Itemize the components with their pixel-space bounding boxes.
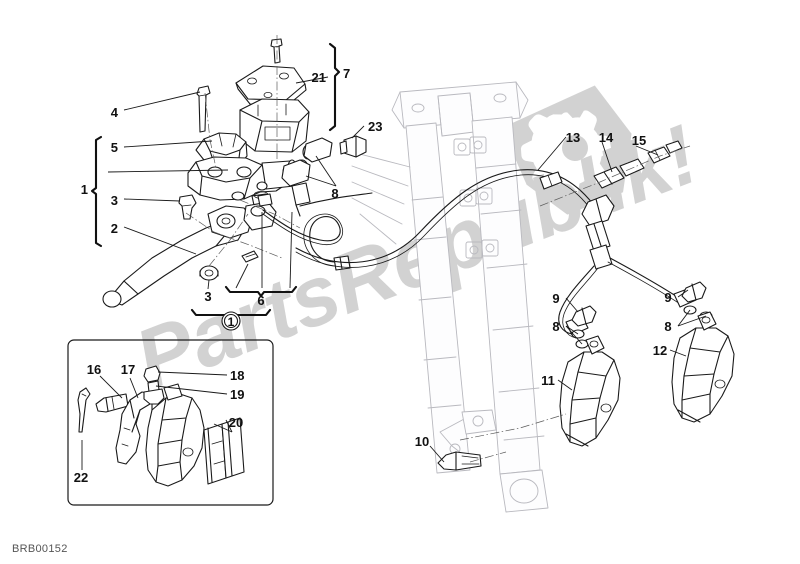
- leader-8b2: [565, 325, 583, 345]
- callout-label-6: 6: [257, 293, 264, 308]
- leader-19: [155, 385, 228, 395]
- callout-label-14: 14: [599, 130, 614, 145]
- leader-8c2: [677, 315, 707, 327]
- bleed-nipple-assembly: [143, 365, 165, 413]
- callout-label-assembly-1: 1: [228, 315, 235, 329]
- caliper-mounting-bolt: [437, 451, 507, 471]
- callout-label-8b: 8: [552, 319, 559, 334]
- callout-label-9b: 9: [664, 290, 671, 305]
- leader-12: [669, 349, 687, 357]
- callout-label-2: 2: [111, 221, 118, 236]
- caliper-body-inset: [145, 383, 205, 487]
- hose-union-upper: [281, 137, 333, 217]
- brake-lever: [102, 193, 277, 308]
- callout-label-20: 20: [229, 415, 243, 430]
- leader-13: [537, 136, 567, 171]
- clamp-screw: [196, 85, 211, 133]
- caliper-pin: [95, 393, 129, 413]
- callout-label-9a: 9: [552, 291, 559, 306]
- callout-label-15: 15: [632, 133, 646, 148]
- leader-5: [123, 140, 213, 148]
- callout-layer-main: 1 2 3 3 4 5 6 7 8 8 8 9 9 10 11 12 13 14…: [81, 42, 707, 463]
- leader-3-lower: [207, 279, 210, 290]
- callout-label-8c: 8: [664, 319, 671, 334]
- leader-16: [99, 375, 123, 399]
- leader-14: [601, 141, 613, 173]
- bracket-group-1: [90, 135, 103, 248]
- callout-label-12: 12: [653, 343, 667, 358]
- leader-8a1: [315, 155, 337, 187]
- reservoir-screw: [270, 38, 283, 64]
- leader-18: [157, 371, 228, 376]
- caliper-left-banjo: [571, 305, 597, 349]
- diagram-code: BRB00152: [12, 543, 68, 555]
- leader-21: [295, 76, 329, 84]
- fluid-reservoir-group: [235, 35, 310, 160]
- leader-11: [557, 379, 573, 391]
- callout-label-3-upper: 3: [111, 193, 118, 208]
- callout-label-11: 11: [541, 373, 555, 388]
- callout-label-4: 4: [111, 105, 119, 120]
- callout-label-8a: 8: [331, 186, 338, 201]
- bracket-group-6: [224, 285, 298, 298]
- upper-right-union: [593, 140, 683, 189]
- callout-label-7: 7: [343, 66, 350, 81]
- caliper-left: [459, 305, 621, 447]
- hose-tee-junction: [581, 194, 615, 270]
- caliper-right: [671, 281, 735, 423]
- leader-4: [123, 91, 201, 111]
- leader-2: [123, 226, 197, 255]
- callout-label-13: 13: [566, 130, 580, 145]
- callout-label-10: 10: [415, 434, 429, 449]
- caliper-detail-inset: 16 17 18 19 20 22: [67, 339, 274, 506]
- kit-screw: [241, 250, 259, 263]
- bracket-group-7: [328, 42, 341, 132]
- reservoir-body: [239, 98, 310, 153]
- callout-label-5: 5: [111, 140, 118, 155]
- leader-15: [635, 145, 659, 156]
- callout-label-1: 1: [81, 182, 88, 197]
- pivot-nut: [199, 265, 219, 281]
- callout-label-17: 17: [121, 362, 135, 377]
- retaining-clip: [77, 387, 91, 433]
- leader-8a2: [305, 175, 337, 187]
- leader-20b: [225, 419, 233, 433]
- callout-label-18: 18: [230, 368, 244, 383]
- leader-1-mid: [107, 169, 229, 173]
- leader-6a: [235, 263, 249, 289]
- leader-10: [429, 445, 445, 463]
- callout-label-3-lower: 3: [204, 289, 211, 304]
- leader-3-upper: [123, 198, 181, 202]
- callout-label-21: 21: [312, 70, 326, 85]
- brake-pads-set: [203, 417, 245, 485]
- brake-hose-group: [262, 140, 697, 339]
- banjo-bolt-23: [339, 135, 367, 158]
- callout-label-23: 23: [368, 119, 382, 134]
- leader-9b: [677, 289, 689, 298]
- leader-20a: [213, 423, 233, 433]
- upper-banjo-hardware: [281, 135, 367, 217]
- callout-label-16: 16: [87, 362, 101, 377]
- callout-label-22: 22: [74, 470, 88, 485]
- leader-8c1: [677, 309, 691, 327]
- reservoir-cap: [235, 65, 307, 106]
- pivot-screw-upper: [178, 194, 197, 220]
- leader-23: [351, 125, 365, 139]
- master-cylinder-body: [187, 156, 298, 211]
- fork-assembly-ghost: [351, 81, 549, 513]
- leader-8b1: [565, 325, 579, 335]
- leader-9a: [565, 297, 579, 313]
- callout-label-19: 19: [230, 387, 244, 402]
- leader-17: [129, 377, 139, 399]
- leader-6c: [289, 211, 293, 289]
